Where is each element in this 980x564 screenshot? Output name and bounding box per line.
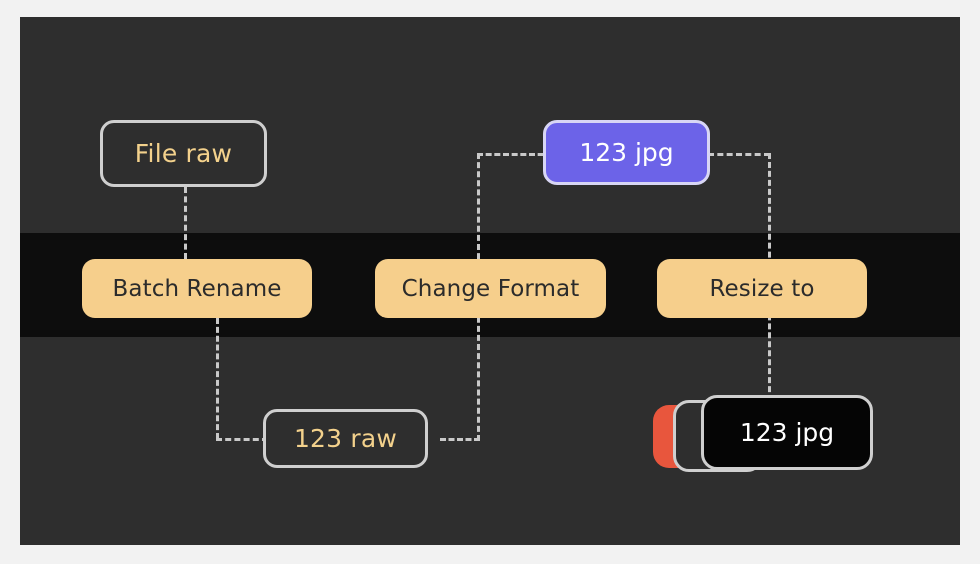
node-file-raw-label: File raw [134, 139, 233, 168]
edge-batch-rename-to-123-raw [216, 438, 268, 441]
node-resize-to-label: Resize to [709, 275, 815, 302]
node-123-jpg-selected-label: 123 jpg [579, 138, 674, 167]
node-change-format-label: Change Format [401, 275, 580, 302]
node-batch-rename[interactable]: Batch Rename [82, 259, 312, 318]
node-resize-to[interactable]: Resize to [657, 259, 867, 318]
node-123-jpg-result-label: 123 jpg [739, 418, 835, 447]
edge-123-raw-to-riser [440, 438, 480, 441]
edge-123-jpg-to-resize-riser [708, 153, 770, 156]
node-123-jpg-result[interactable]: 123 jpg [701, 395, 873, 470]
node-batch-rename-label: Batch Rename [112, 275, 282, 302]
flow-panel: File raw Batch Rename Change Format Resi… [20, 17, 960, 545]
node-change-format[interactable]: Change Format [375, 259, 606, 318]
node-file-raw[interactable]: File raw [100, 120, 267, 187]
node-123-raw[interactable]: 123 raw [263, 409, 428, 468]
node-123-jpg-selected[interactable]: 123 jpg [543, 120, 710, 185]
node-123-raw-label: 123 raw [293, 424, 398, 453]
